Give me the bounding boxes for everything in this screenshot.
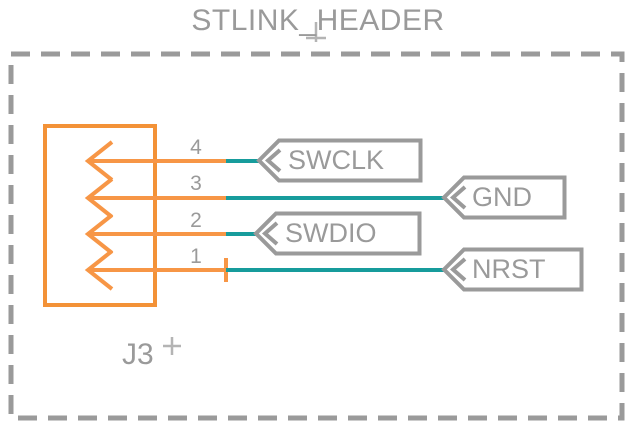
net-flag-swdio[interactable] — [253, 211, 422, 256]
net-flag-swdio-arrowhead-icon — [261, 221, 279, 246]
net-flag-nrst-arrowhead-icon — [449, 257, 467, 282]
component-body[interactable] — [43, 124, 157, 307]
pin-number-4: 4 — [190, 136, 202, 159]
pin-row-4 — [84, 138, 423, 183]
pin-row-3 — [84, 175, 567, 220]
net-label-swdio[interactable]: SWDIO — [285, 218, 377, 248]
pin-number-3: 3 — [190, 172, 202, 195]
pin-number-1: 1 — [190, 245, 202, 268]
pin-arrow-4-icon — [84, 140, 114, 182]
pin-row-1 — [84, 247, 584, 292]
pin-arrow-1-icon — [84, 249, 114, 291]
title-crosshair-icon — [306, 22, 326, 42]
component-designator: J3 — [122, 338, 154, 371]
pin-number-2: 2 — [190, 209, 202, 232]
net-flag-nrst[interactable] — [441, 247, 584, 292]
pin-arrow-2-icon — [84, 213, 114, 255]
net-label-nrst[interactable]: NRST — [472, 254, 546, 284]
net-flag-swclk[interactable] — [256, 138, 423, 183]
net-flag-swclk-arrowhead-icon — [264, 148, 282, 173]
net-label-gnd[interactable]: GND — [472, 182, 532, 212]
pin-row-2 — [84, 211, 422, 256]
page-title: STLINK_HEADER — [191, 4, 445, 37]
pin-arrow-3-icon — [84, 177, 114, 219]
sheet-frame — [8, 51, 625, 421]
net-label-swclk[interactable]: SWCLK — [288, 145, 385, 175]
net-flag-gnd-arrowhead-icon — [449, 185, 467, 210]
designator-crosshair-icon — [163, 337, 181, 355]
net-flag-gnd[interactable] — [441, 175, 567, 220]
